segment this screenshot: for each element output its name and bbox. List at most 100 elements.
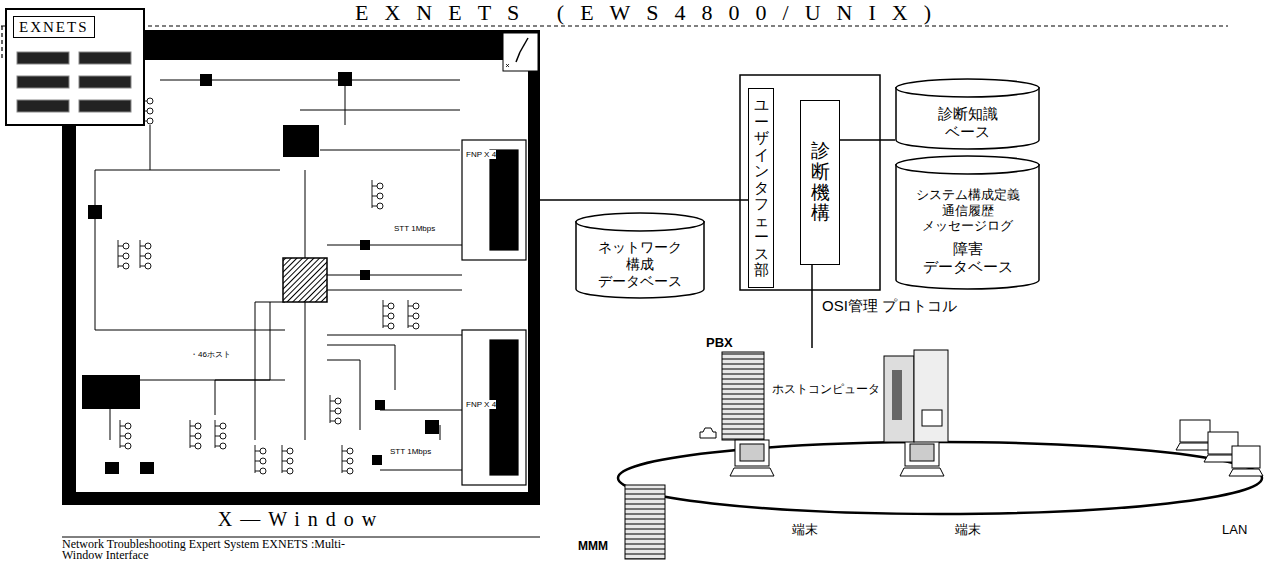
terminal-line <box>190 420 195 448</box>
db-text-area: 診断知識 ベース <box>895 78 1040 150</box>
caption-rule <box>62 537 540 538</box>
terminal-dot <box>335 418 341 424</box>
popup-window: EXNETS <box>5 8 145 126</box>
system-housing <box>740 75 880 290</box>
terminal-dot <box>123 263 129 269</box>
lan-ring <box>618 442 1262 514</box>
connector-line <box>811 265 813 348</box>
map-label: ・46ホスト <box>190 350 231 359</box>
terminal-dot <box>125 423 131 429</box>
terminal-icon <box>730 440 774 476</box>
db-label: 障害 データベース <box>923 240 1013 276</box>
map-label: STT 1Mbps <box>394 224 435 233</box>
button-grid <box>7 46 143 116</box>
cylinder-top <box>896 79 1039 97</box>
db-text-area: システム構成定義 通信履歴 メッセージログ障害 データベース <box>895 155 1040 290</box>
terminal-line <box>120 420 125 448</box>
menu-button <box>17 100 69 112</box>
terminal-icon <box>900 440 944 476</box>
map-label: FNP X 4 <box>466 150 496 159</box>
db-text-area: ネットワーク 構成 データベース <box>575 212 705 299</box>
host-computer: ホストコンピュータ <box>772 348 950 448</box>
terminal-line <box>255 445 260 473</box>
menu-button <box>79 76 131 88</box>
terminal-dot <box>123 253 129 259</box>
database-cylinder: 診断知識 ベース <box>895 78 1040 150</box>
terminal-line <box>282 445 287 473</box>
fnp-units <box>462 140 526 485</box>
device-label: MMM <box>578 540 608 554</box>
edge-label: OSI管理 プロトコル <box>822 297 957 315</box>
terminal-dot <box>147 108 153 114</box>
cylinder-top <box>896 156 1039 174</box>
terminal-dot <box>260 448 266 454</box>
device-label: 端末 <box>792 523 818 538</box>
terminal-dot <box>220 423 226 429</box>
terminal-dot <box>413 303 419 309</box>
terminal-dot <box>195 433 201 439</box>
menu-button <box>79 100 131 112</box>
vertical-label: ユーザインタフェース部 <box>754 97 769 279</box>
terminal-line <box>215 420 220 448</box>
device-label: PBX <box>706 336 733 351</box>
clock-icon <box>503 33 538 71</box>
database-cylinder: ネットワーク 構成 データベース <box>575 212 705 299</box>
terminal-dot <box>347 448 353 454</box>
window-title: EXNETS <box>13 16 95 38</box>
terminal-dot <box>145 263 151 269</box>
terminal-dot <box>220 443 226 449</box>
terminal-dot <box>260 468 266 474</box>
terminal-dot <box>287 458 293 464</box>
menu-button <box>17 76 69 88</box>
terminal-line <box>342 445 347 473</box>
pbx-icon <box>700 352 764 440</box>
map-label: STT 1Mbps <box>390 447 431 456</box>
terminal-dot <box>125 433 131 439</box>
terminal-dot <box>287 468 293 474</box>
cabinet <box>884 356 914 442</box>
db-label: システム構成定義 通信履歴 メッセージログ <box>916 187 1020 234</box>
frame-top <box>1 25 1228 26</box>
terminal-dot <box>123 243 129 249</box>
terminal-dot <box>388 323 394 329</box>
terminal-dot <box>335 398 341 404</box>
terminal-groups <box>118 95 419 474</box>
device-label: 端末 <box>955 523 981 538</box>
lan-terminals-icon <box>1176 420 1263 476</box>
terminal-dot <box>220 433 226 439</box>
window-label: X—Window <box>62 507 540 531</box>
terminal-line <box>140 240 145 268</box>
terminal-dot <box>145 253 151 259</box>
map-label: FNP X 4 <box>466 400 496 409</box>
terminal-dot <box>195 423 201 429</box>
cabinet-panel <box>892 370 902 420</box>
mmm-icon <box>625 485 665 559</box>
terminal-line <box>372 180 377 208</box>
frame-left <box>1 26 2 60</box>
terminal-dot <box>147 98 153 104</box>
console <box>922 410 942 426</box>
terminal-line <box>383 300 388 328</box>
terminal-dot <box>388 313 394 319</box>
connector-line <box>540 199 748 201</box>
terminal-line <box>118 240 123 268</box>
terminal-dot <box>377 203 383 209</box>
terminal-dot <box>388 303 394 309</box>
vertical-label: 診断機構 <box>811 141 830 225</box>
menu-button <box>17 52 69 64</box>
db-label: ネットワーク 構成 データベース <box>598 239 682 289</box>
terminal-dot <box>145 243 151 249</box>
process-box: ユーザインタフェース部 <box>748 88 774 288</box>
db-label: 診断知識 ベース <box>938 105 998 141</box>
host-label: ホストコンピュータ <box>772 382 880 396</box>
connector-line <box>840 139 895 141</box>
menu-button <box>79 52 131 64</box>
terminal-line <box>408 300 413 328</box>
diagram-title: EXNETS (EWS4800/UNIX) <box>355 1 947 25</box>
terminal-dot <box>195 443 201 449</box>
cylinder-body <box>576 221 704 298</box>
terminal-dot <box>260 458 266 464</box>
terminal-dot <box>347 458 353 464</box>
cylinder-top <box>576 213 704 231</box>
